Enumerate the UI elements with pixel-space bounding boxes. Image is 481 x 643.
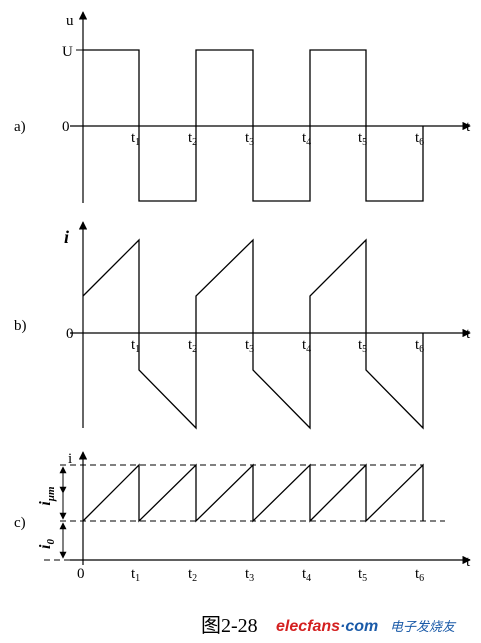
panel-a: u U 0 t a) t1 t2 t3 t4 t5 t6 <box>14 11 471 203</box>
panel-b-tick-label: t4 <box>302 337 311 355</box>
panel-c-y-axis-label: i <box>68 451 72 467</box>
panel-c-tick-label: t2 <box>188 566 197 584</box>
panel-a-tick-label: t2 <box>188 130 197 148</box>
caption: 图2-28 elecfans·com 电子发烧友 <box>201 615 457 637</box>
panel-a-tick-label: t3 <box>245 130 254 148</box>
panel-b-panel-label: b) <box>14 318 27 334</box>
panel-c-tick-label: t5 <box>358 566 367 584</box>
figure-label: 图2-28 <box>201 615 258 637</box>
panel-a-zero-label: 0 <box>62 119 70 135</box>
panel-c-dim-lower-label: i0 <box>37 539 57 549</box>
panel-c-sawtooth-wave <box>82 463 424 523</box>
panel-a-tick-label: t4 <box>302 130 311 148</box>
panel-b-tick-label: t1 <box>131 337 140 355</box>
panel-b-zero-label: 0 <box>66 326 74 342</box>
panel-c-tick-label: t4 <box>302 566 311 584</box>
panel-c-tick-label: t3 <box>245 566 254 584</box>
panel-a-x-axis-label: t <box>466 119 471 135</box>
panel-c-tick-label: t6 <box>415 566 424 584</box>
panel-c-panel-label: c) <box>14 515 26 531</box>
panel-b-triangular-wave <box>82 238 424 430</box>
panel-b-tick-label: t5 <box>358 337 367 355</box>
brand-logo: elecfans·com <box>276 618 378 635</box>
panel-c-zero-label: 0 <box>77 566 85 582</box>
panel-a-tick-label: t6 <box>415 130 424 148</box>
panel-b-y-axis-label: i <box>64 227 69 247</box>
panel-b-tick-label: t3 <box>245 337 254 355</box>
panel-b-tick-labels: t1 t2 t3 t4 t5 t6 <box>131 337 424 355</box>
panel-a-tick-labels: t1 t2 t3 t4 t5 t6 <box>131 130 424 148</box>
panel-a-y-axis-label: u <box>66 13 74 29</box>
panel-c-x-axis-label: t <box>466 554 471 570</box>
panel-c-tick-labels: t1 t2 t3 t4 t5 t6 <box>131 566 424 584</box>
panel-a-tick-label: t1 <box>131 130 140 148</box>
panel-a-panel-label: a) <box>14 119 26 135</box>
brand-dot: · <box>340 618 345 635</box>
panel-c-dim-upper-label: iμm <box>37 486 57 506</box>
panel-a-level-label: U <box>62 44 73 60</box>
panel-b-tick-label: t6 <box>415 337 424 355</box>
panel-b-tick-label: t2 <box>188 337 197 355</box>
panel-c-tick-label: t1 <box>131 566 140 584</box>
panel-b-x-axis-label: t <box>466 326 471 342</box>
panel-a-square-wave <box>83 49 424 202</box>
brand-suffix: com <box>345 618 378 635</box>
panel-b: i 0 t b) t1 t2 t3 t4 t5 t6 <box>14 221 471 430</box>
panel-a-tick-label: t5 <box>358 130 367 148</box>
panel-c: iμm i0 i 0 t c) t1 t2 t3 t4 t5 t6 <box>14 451 471 584</box>
brand-chinese: 电子发烧友 <box>390 619 457 634</box>
brand-text: elecfans <box>276 618 340 635</box>
